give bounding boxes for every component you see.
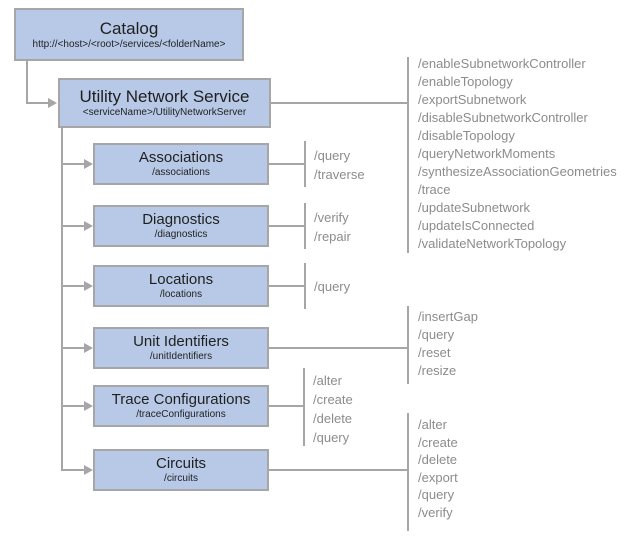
- node-locations: Locations /locations: [93, 265, 269, 307]
- resource-path: /locations: [159, 289, 203, 300]
- service-path: <serviceName>/UtilityNetworkServer: [82, 107, 247, 118]
- connector-unit-identifiers-ops: [269, 347, 408, 349]
- service-title: Utility Network Service: [79, 87, 250, 106]
- resource-title: Unit Identifiers: [133, 333, 229, 350]
- resource-path: /traceConfigurations: [136, 409, 226, 420]
- operation-label: /validateNetworkTopology: [418, 236, 567, 251]
- operation-label: /traverse: [314, 167, 365, 182]
- ops-bar-unit-identifiers: [407, 306, 409, 384]
- connector-branch-circuits: [61, 469, 84, 471]
- ops-bar-service: [407, 57, 409, 253]
- operation-label: /query: [314, 279, 351, 294]
- node-utility-network-service: Utility Network Service <serviceName>/Ut…: [58, 78, 271, 128]
- connector-branch-locations: [61, 285, 84, 287]
- operation-label: /verify: [418, 504, 453, 520]
- operation-label: /enableSubnetworkController: [418, 56, 586, 71]
- ops-bar-circuits: [407, 413, 409, 531]
- connector-branch-unit-identifiers: [61, 347, 84, 349]
- connector-catalog-drop: [26, 61, 28, 104]
- node-catalog: Catalog http://<host>/<root>/services/<f…: [14, 8, 244, 61]
- operation-label: /repair: [314, 229, 351, 244]
- operations-list-unit-identifiers: /insertGap /query /reset /resize: [418, 308, 478, 380]
- ops-bar-trace-configurations: [303, 368, 305, 446]
- arrowhead-circuits-icon: [84, 465, 93, 475]
- resource-title: Diagnostics: [142, 211, 220, 228]
- operations-list-locations: /query: [314, 277, 350, 296]
- operation-label: /alter: [418, 417, 447, 432]
- connector-catalog-elbow: [26, 102, 49, 104]
- operation-label: /alter: [313, 373, 342, 388]
- operation-label: /query: [313, 430, 350, 445]
- arrowhead-diagnostics-icon: [84, 221, 93, 231]
- operation-label: /query: [418, 487, 455, 502]
- ops-bar-diagnostics: [304, 203, 306, 249]
- operation-label: /export: [418, 469, 458, 485]
- operation-label: /trace: [418, 182, 451, 197]
- operation-label: /verify: [314, 210, 349, 225]
- connector-service-spine: [61, 128, 63, 471]
- arrowhead-locations-icon: [84, 281, 93, 291]
- ops-bar-associations: [304, 141, 306, 187]
- operation-label: /query: [314, 148, 351, 163]
- operation-label: /queryNetworkMoments: [418, 146, 556, 161]
- ops-bar-locations: [304, 263, 306, 309]
- catalog-url: http://<host>/<root>/services/<folderNam…: [32, 38, 226, 50]
- operation-label: /enableTopology: [418, 74, 513, 89]
- arrowhead-unit-identifiers-icon: [84, 343, 93, 353]
- connector-branch-associations: [61, 163, 84, 165]
- operation-label: /updateSubnetwork: [418, 200, 531, 215]
- connector-trace-configurations-ops: [269, 405, 304, 407]
- connector-diagnostics-ops: [269, 225, 305, 227]
- arrowhead-to-service-icon: [48, 98, 57, 108]
- resource-path: /unitIdentifiers: [149, 351, 213, 362]
- node-circuits: Circuits /circuits: [93, 449, 269, 491]
- operation-label: /delete: [418, 452, 458, 467]
- node-associations: Associations /associations: [93, 143, 269, 185]
- operations-list-trace-configurations: /alter /create /delete /query: [313, 371, 353, 447]
- node-unit-identifiers: Unit Identifiers /unitIdentifiers: [93, 327, 269, 369]
- operation-label: /synthesizeAssociationGeometries: [418, 164, 617, 179]
- operation-label: /insertGap: [418, 309, 478, 324]
- connector-circuits-ops: [269, 469, 408, 471]
- connector-associations-ops: [269, 163, 305, 165]
- resource-path: /circuits: [164, 473, 198, 484]
- operation-label: /create: [313, 392, 353, 407]
- operations-list-service: /enableSubnetworkController /enableTopol…: [418, 55, 617, 253]
- arrowhead-associations-icon: [84, 159, 93, 169]
- operation-label: /delete: [313, 411, 353, 426]
- operation-label: /updateIsConnected: [418, 218, 535, 233]
- connector-service-ops: [271, 102, 408, 104]
- operations-list-associations: /query /traverse: [314, 146, 365, 184]
- operation-label: /query: [418, 327, 455, 342]
- operation-label: /exportSubnetwork: [418, 92, 527, 107]
- node-trace-configurations: Trace Configurations /traceConfiguration…: [93, 385, 269, 427]
- resource-title: Locations: [148, 271, 214, 288]
- catalog-title: Catalog: [99, 18, 159, 38]
- operations-list-circuits: /alter /create /delete /export /query /v…: [418, 416, 458, 521]
- connector-branch-diagnostics: [61, 225, 84, 227]
- operation-label: /create: [418, 434, 458, 450]
- resource-title: Circuits: [155, 455, 206, 472]
- operation-label: /disableTopology: [418, 128, 515, 143]
- connector-locations-ops: [269, 285, 305, 287]
- operations-list-diagnostics: /verify /repair: [314, 208, 351, 246]
- node-diagnostics: Diagnostics /diagnostics: [93, 205, 269, 247]
- resource-title: Trace Configurations: [111, 391, 251, 408]
- operation-label: /reset: [418, 345, 451, 360]
- operation-label: /resize: [418, 363, 457, 378]
- arrowhead-trace-configurations-icon: [84, 401, 93, 411]
- resource-title: Associations: [138, 149, 224, 166]
- connector-branch-trace-configurations: [61, 405, 84, 407]
- resource-path: /diagnostics: [154, 229, 208, 240]
- resource-path: /associations: [152, 167, 210, 178]
- operation-label: /disableSubnetworkController: [418, 110, 588, 125]
